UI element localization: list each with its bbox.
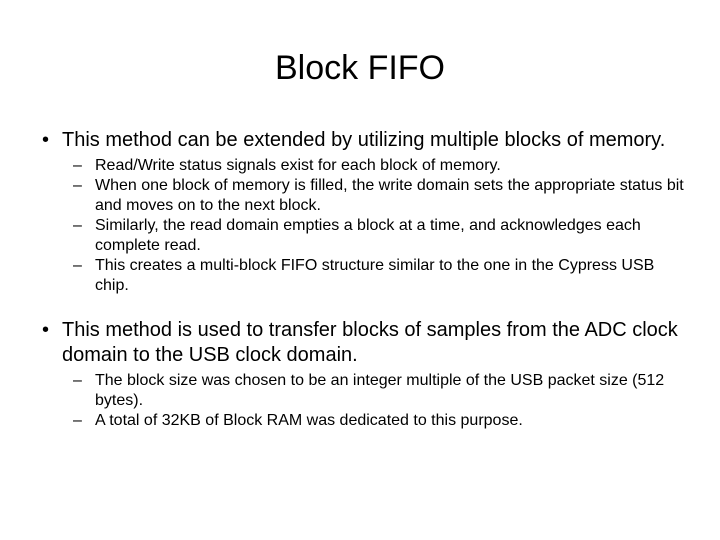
dash-marker-icon: – <box>73 177 82 194</box>
bullet-level2: – A total of 32KB of Block RAM was dedic… <box>73 411 688 431</box>
dash-marker-icon: – <box>73 217 82 234</box>
dash-marker-icon: – <box>73 412 82 429</box>
bullet-level2: – Similarly, the read domain empties a b… <box>73 216 688 256</box>
bullet-level2: – Read/Write status signals exist for ea… <box>73 156 688 176</box>
bullet-level2-text: When one block of memory is filled, the … <box>95 177 684 214</box>
bullet-level1: • This method is used to transfer blocks… <box>40 318 688 368</box>
slide-body: • This method can be extended by utilizi… <box>40 128 688 431</box>
bullet-level2: – When one block of memory is filled, th… <box>73 176 688 216</box>
block-spacer <box>40 296 688 318</box>
bullet-marker-icon: • <box>42 129 50 151</box>
page-title: Block FIFO <box>274 49 446 87</box>
bullet-level1: • This method can be extended by utilizi… <box>40 128 688 153</box>
dash-marker-icon: – <box>73 257 82 274</box>
bullet-level2: – The block size was chosen to be an int… <box>73 371 688 411</box>
sub-bullet-group: – The block size was chosen to be an int… <box>73 371 688 431</box>
bullet-level1-text: This method can be extended by utilizing… <box>62 129 666 151</box>
bullet-level2-text: A total of 32KB of Block RAM was dedicat… <box>95 412 523 429</box>
bullet-level2-text: Read/Write status signals exist for each… <box>95 157 501 174</box>
sub-bullet-group: – Read/Write status signals exist for ea… <box>73 156 688 296</box>
bullet-level2: – This creates a multi-block FIFO struct… <box>73 256 688 296</box>
bullet-level2-text: The block size was chosen to be an integ… <box>95 372 665 409</box>
bullet-level2-text: Similarly, the read domain empties a blo… <box>95 217 641 254</box>
dash-marker-icon: – <box>73 372 82 389</box>
bullet-level2-text: This creates a multi-block FIFO structur… <box>95 257 655 294</box>
dash-marker-icon: – <box>73 157 82 174</box>
bullet-level1-text: This method is used to transfer blocks o… <box>62 319 678 366</box>
bullet-marker-icon: • <box>42 319 50 341</box>
